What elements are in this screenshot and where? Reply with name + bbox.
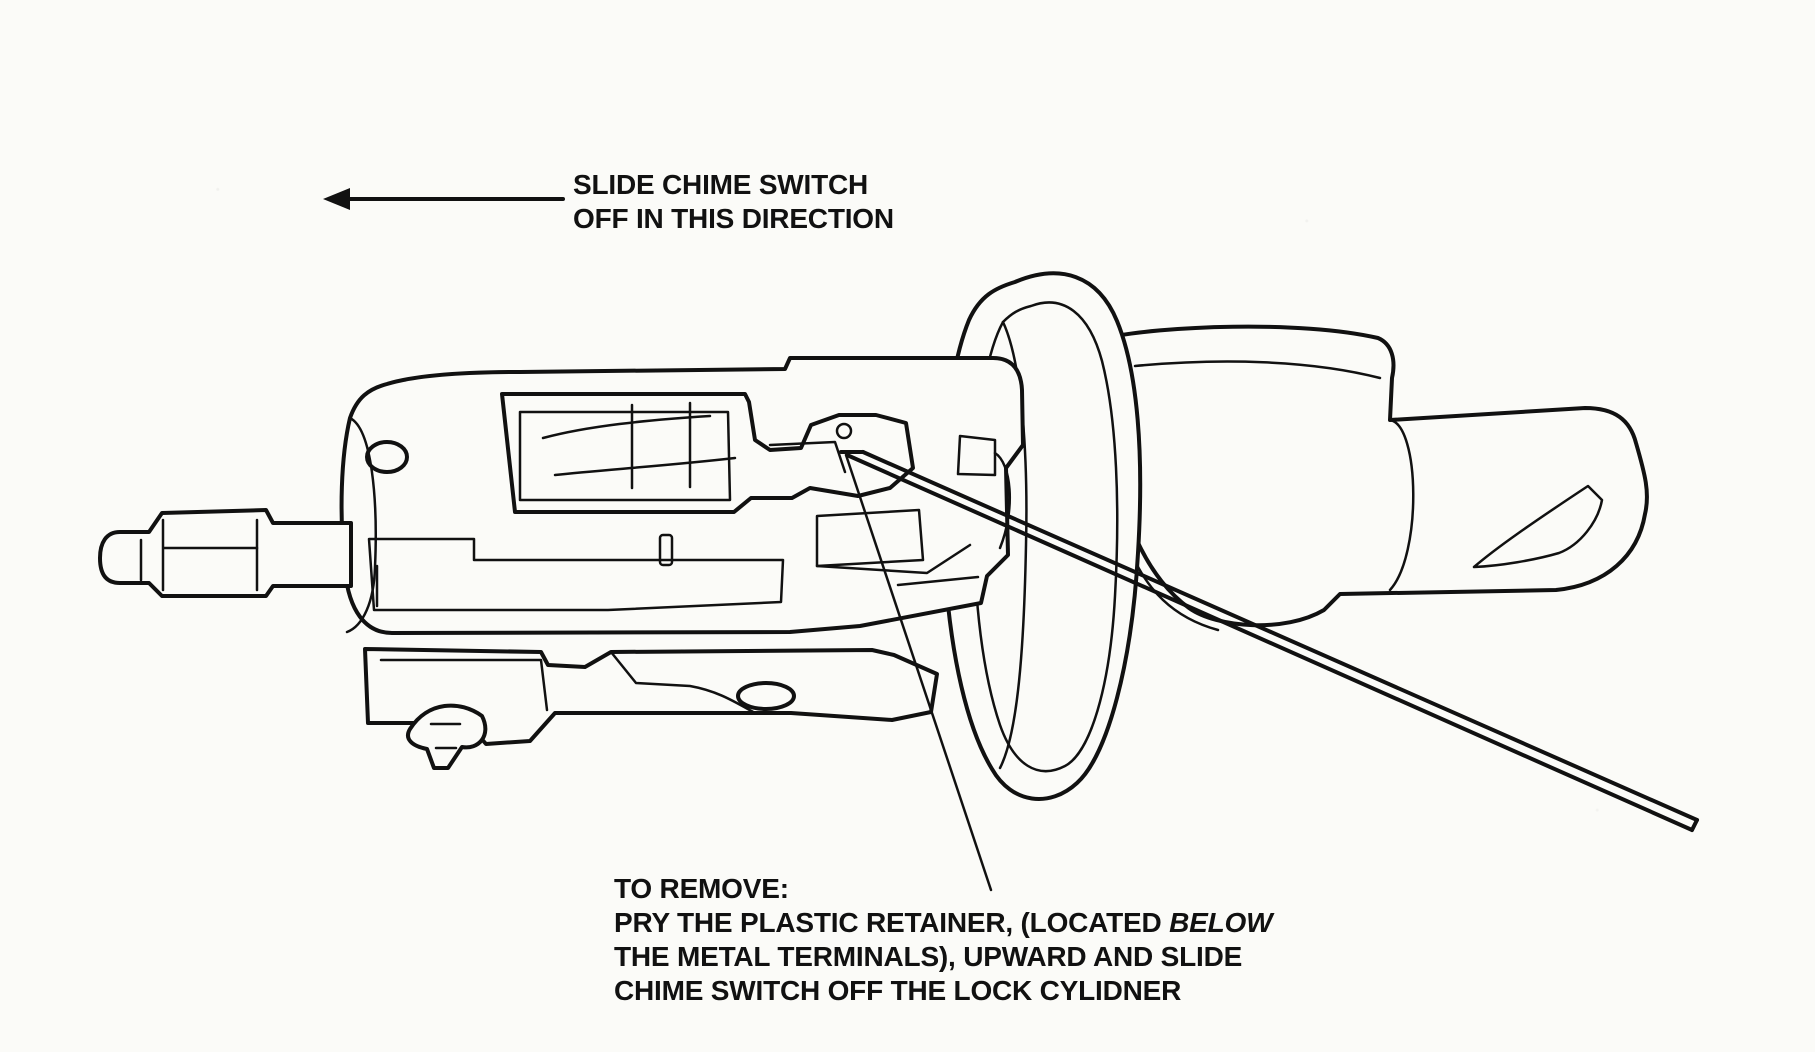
removal-line-2-emphasis: BELOW [1169, 907, 1273, 938]
removal-line-2-prefix: PRY THE PLASTIC RETAINER, (LOCATED [614, 907, 1170, 938]
steering-column-housing [1103, 324, 1649, 632]
pry-tool [839, 450, 1699, 832]
key-shaft [98, 508, 353, 598]
leader-line [844, 453, 993, 892]
chime-direction-label-line1: SLIDE CHIME SWITCH [573, 169, 869, 200]
lower-retainer-assembly [363, 647, 939, 770]
removal-line-3: THE METAL TERMINALS), UPWARD AND SLIDE [614, 941, 1243, 972]
removal-heading: TO REMOVE: [614, 873, 789, 904]
removal-line-2: PRY THE PLASTIC RETAINER, (LOCATED BELOW [614, 906, 1273, 940]
chime-direction-label: SLIDE CHIME SWITCH OFF IN THIS DIRECTION [573, 168, 894, 236]
removal-instructions-label: TO REMOVE: PRY THE PLASTIC RETAINER, (LO… [614, 872, 1273, 1008]
chime-switch-direction-arrow [323, 188, 565, 210]
lock-cylinder-body [339, 356, 1025, 635]
removal-line-4: CHIME SWITCH OFF THE LOCK CYLIDNER [614, 975, 1182, 1006]
chime-direction-label-line2: OFF IN THIS DIRECTION [573, 203, 894, 234]
